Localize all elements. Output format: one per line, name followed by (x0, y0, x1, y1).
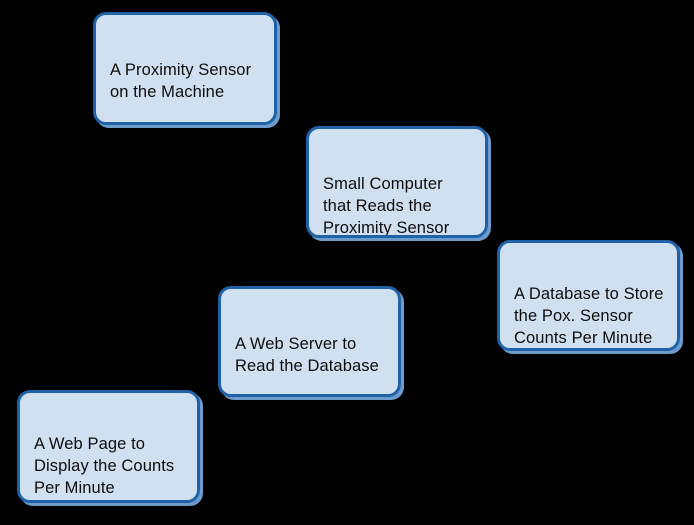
node-label: A Web Server to Read the Database (235, 335, 379, 375)
diagram-node-web-server[interactable]: A Web Server to Read the Database (218, 286, 401, 397)
node-label: A Proximity Sensor on the Machine (110, 61, 252, 101)
diagram-node-web-page[interactable]: A Web Page to Display the Counts Per Min… (17, 390, 200, 503)
node-label: A Database to Store the Pox. Sensor Coun… (514, 285, 664, 347)
diagram-node-proximity-sensor[interactable]: A Proximity Sensor on the Machine (93, 12, 277, 125)
node-label: Small Computer that Reads the Proximity … (323, 175, 450, 237)
diagram-node-small-computer[interactable]: Small Computer that Reads the Proximity … (306, 126, 488, 238)
node-label: A Web Page to Display the Counts Per Min… (34, 435, 175, 497)
diagram-node-database[interactable]: A Database to Store the Pox. Sensor Coun… (497, 240, 680, 351)
